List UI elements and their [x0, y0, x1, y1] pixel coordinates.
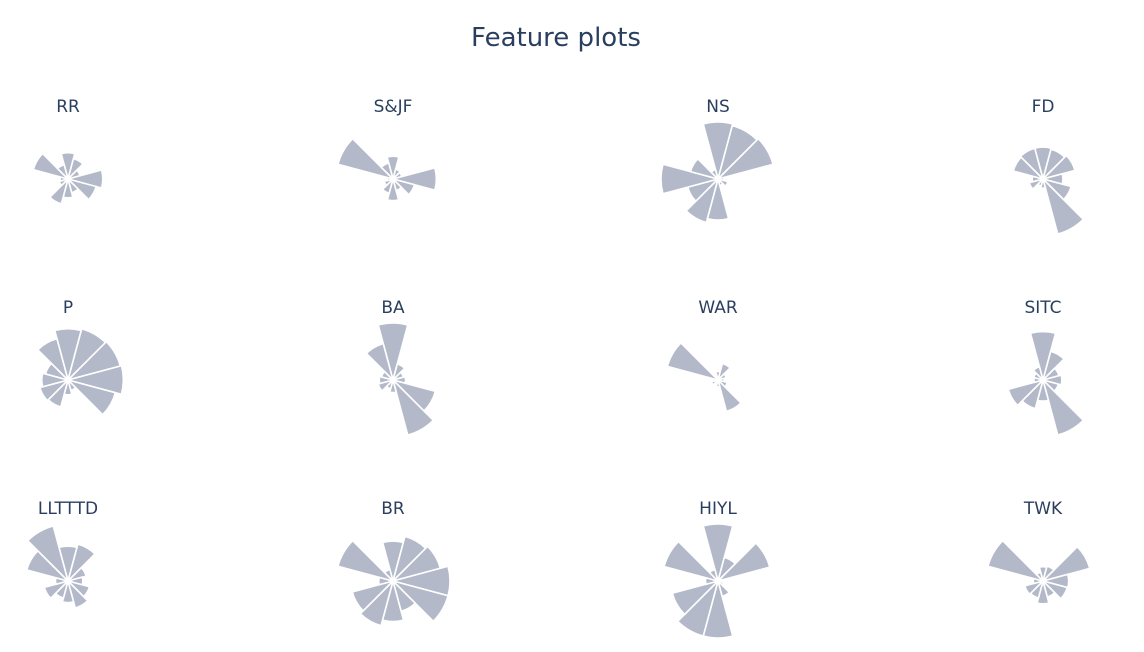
polar-subplot: NS	[660, 97, 775, 224]
subplot-title: NS	[706, 97, 730, 117]
polar-bar	[702, 121, 734, 183]
polar-bar	[377, 378, 396, 393]
polar-bar	[689, 157, 721, 181]
polar-bar	[715, 372, 728, 382]
subplot-title: BA	[381, 298, 405, 318]
polar-bar	[1040, 154, 1076, 181]
polar-bar	[383, 177, 396, 187]
polar-bar	[1041, 377, 1085, 437]
subplot-title: WAR	[698, 298, 738, 318]
polar-bar	[1019, 147, 1045, 182]
polar-bar	[1035, 571, 1045, 584]
subplot-title: P	[63, 298, 73, 318]
polar-bar	[986, 539, 1046, 583]
polar-bar	[1032, 365, 1045, 383]
subplot-title: RR	[56, 97, 80, 117]
polar-subplot: LLTTTD	[25, 499, 98, 609]
polar-bar	[663, 540, 721, 583]
polar-bar	[66, 543, 97, 584]
subplot-title: LLTTTD	[38, 499, 98, 519]
polar-bar	[714, 376, 720, 383]
polar-bar	[66, 157, 85, 182]
subplot-title: BR	[381, 499, 405, 519]
polar-subplot: BA	[365, 298, 437, 437]
polar-bar	[65, 177, 98, 201]
polar-bar	[685, 176, 720, 224]
polar-subplot: P	[36, 298, 125, 416]
polar-bar	[391, 377, 435, 437]
polar-bar	[43, 579, 71, 600]
polar-bar	[64, 169, 104, 189]
subplot-title: SITC	[1024, 298, 1061, 318]
polar-bar	[365, 342, 395, 383]
polar-bar	[336, 137, 396, 181]
polar-bar	[386, 175, 400, 202]
polar-bar	[36, 337, 70, 383]
polar-bar	[676, 578, 720, 638]
polar-bar	[1023, 579, 1046, 596]
polar-bar	[58, 177, 71, 187]
subplot-title: FD	[1032, 97, 1055, 117]
polar-bar	[66, 578, 89, 609]
polar-bar	[40, 372, 72, 388]
polar-bar	[389, 166, 438, 192]
polar-bar	[1040, 545, 1091, 583]
polar-plot-grid: RR S&JF NS FD P BA WAR SITC LLTTTD BR HIYL TWK	[25, 97, 1091, 639]
polar-subplot: SITC	[1007, 298, 1085, 437]
polar-bar	[1041, 176, 1085, 236]
polar-bar	[65, 378, 117, 416]
polar-bar	[65, 566, 88, 583]
polar-bar	[26, 524, 70, 584]
polar-bar	[1036, 577, 1050, 605]
polar-bar	[383, 568, 395, 584]
subplot-title: TWK	[1023, 499, 1063, 519]
polar-bar	[386, 155, 400, 183]
polar-bar	[32, 152, 71, 181]
polar-bar	[388, 376, 398, 394]
chart-title: Feature plots	[471, 23, 641, 53]
polar-bar	[1028, 177, 1046, 191]
polar-subplot: S&JF	[336, 97, 438, 202]
polar-bar	[359, 578, 395, 627]
polar-bar	[1040, 579, 1069, 600]
polar-bar	[390, 579, 450, 623]
polar-bar	[1007, 378, 1046, 407]
polar-bar	[671, 579, 721, 616]
polar-bar	[56, 163, 70, 182]
polar-bar	[715, 137, 775, 181]
polar-bar	[351, 579, 396, 612]
subplot-title: HIYL	[699, 499, 737, 519]
polar-bar	[702, 523, 734, 585]
polar-bar	[716, 377, 743, 413]
polar-subplot: FD	[1012, 97, 1085, 236]
polar-bar	[378, 375, 397, 385]
polar-bar	[64, 364, 125, 396]
polar-bar	[715, 541, 771, 583]
polar-bar	[60, 151, 76, 183]
polar-subplot: RR	[32, 97, 104, 205]
polar-bar	[380, 162, 395, 182]
subplot-title: S&JF	[374, 97, 413, 117]
polar-bar	[336, 539, 396, 583]
polar-bar	[1029, 330, 1057, 384]
polar-bar	[660, 163, 722, 195]
polar-bar	[390, 177, 416, 196]
polar-bar	[1041, 350, 1066, 383]
polar-bar	[377, 322, 409, 384]
polar-bar	[708, 568, 720, 584]
polar-subplot: TWK	[986, 499, 1091, 605]
polar-subplot: BR	[336, 499, 451, 627]
polar-bar	[710, 168, 720, 182]
polar-subplot: HIYL	[663, 499, 771, 639]
polar-bar	[61, 577, 75, 604]
polar-bar	[38, 378, 71, 402]
polar-bar	[666, 341, 721, 382]
polar-bar	[48, 176, 70, 205]
polar-bar	[1039, 374, 1063, 386]
polar-subplot: WAR	[666, 298, 743, 413]
